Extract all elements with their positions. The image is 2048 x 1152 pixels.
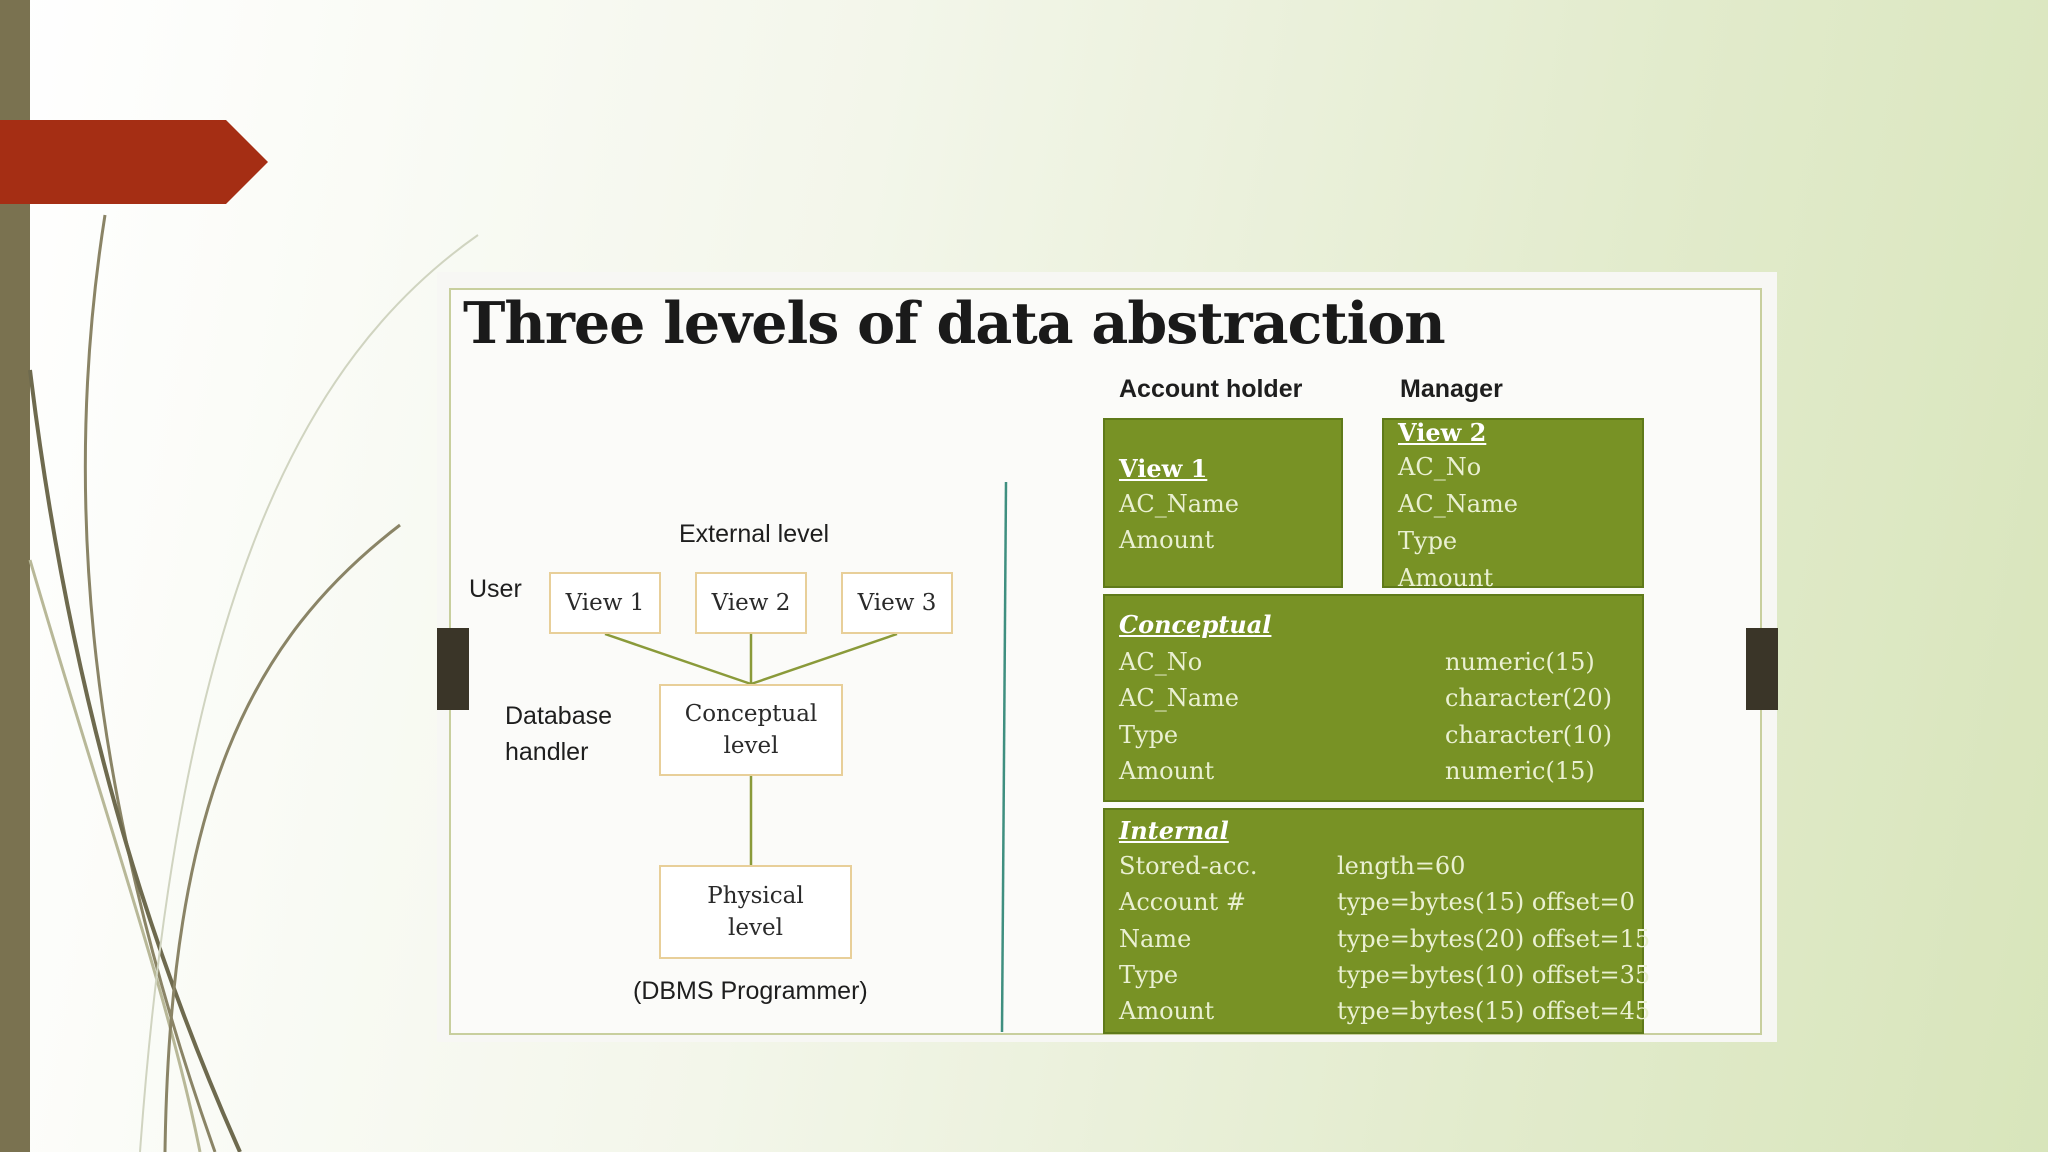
conceptual-header: Conceptual — [1119, 610, 1272, 639]
view-2-field: Type — [1398, 527, 1458, 555]
view-3-label: View 3 — [857, 589, 937, 616]
view-2-header: View 2 — [1398, 418, 1487, 447]
internal-field: Stored-acc. — [1119, 852, 1258, 880]
conceptual-field: Amount — [1119, 757, 1215, 785]
conceptual-type: numeric(15) — [1445, 648, 1595, 676]
conceptual-level-line-2: level — [723, 733, 779, 759]
internal-spec: type=bytes(15) offset=0 — [1337, 888, 1635, 916]
decorative-curves — [28, 214, 479, 1152]
external-level-label: External level — [679, 520, 830, 548]
conceptual-level-line-1: Conceptual — [684, 700, 818, 727]
internal-spec: type=bytes(15) offset=45 — [1337, 997, 1651, 1025]
account-holder-label: Account holder — [1119, 375, 1303, 403]
internal-field: Type — [1119, 961, 1179, 989]
view-2-field: AC_No — [1398, 453, 1482, 481]
view-1-field: AC_Name — [1119, 490, 1239, 518]
conceptual-field: Type — [1119, 721, 1179, 749]
conceptual-field: AC_No — [1119, 648, 1203, 676]
internal-spec: length=60 — [1337, 852, 1466, 880]
internal-spec: type=bytes(20) offset=15 — [1337, 925, 1651, 953]
manager-label: Manager — [1400, 375, 1503, 403]
conceptual-field: AC_Name — [1119, 684, 1239, 712]
view-2-field: AC_Name — [1398, 490, 1518, 518]
diagram-title: Three levels of data abstraction — [463, 290, 1446, 357]
view-1-panel: View 1 AC_Name Amount — [1103, 418, 1343, 588]
view-1-field: Amount — [1119, 526, 1215, 554]
conceptual-schema-panel: Conceptual AC_No numeric(15) AC_Name cha… — [1103, 594, 1644, 802]
right-resize-handle[interactable] — [1746, 628, 1778, 710]
internal-schema-panel: Internal Stored-acc. length=60 Account #… — [1103, 808, 1650, 1034]
internal-field: Name — [1119, 925, 1192, 953]
database-handler-line-2: handler — [505, 738, 589, 766]
database-handler-label: Database handler — [505, 698, 612, 770]
view-2-box: View 2 — [695, 572, 807, 634]
internal-spec: type=bytes(10) offset=35 — [1337, 961, 1651, 989]
physical-level-line-2: level — [728, 915, 783, 941]
view-2-label: View 2 — [711, 589, 791, 616]
database-handler-line-1: Database — [505, 702, 613, 730]
left-resize-handle[interactable] — [437, 628, 469, 710]
physical-level-line-1: Physical — [707, 882, 804, 909]
internal-header: Internal — [1119, 816, 1229, 845]
internal-field: Amount — [1119, 997, 1215, 1025]
view-2-panel: View 2 AC_No AC_Name Type Amount — [1382, 418, 1644, 592]
internal-field: Account # — [1119, 888, 1246, 916]
view-1-label: View 1 — [565, 589, 645, 616]
accent-arrow-tab — [0, 120, 268, 204]
dbms-programmer-label: (DBMS Programmer) — [633, 977, 868, 1005]
view-2-field: Amount — [1398, 564, 1494, 592]
conceptual-type: numeric(15) — [1445, 757, 1595, 785]
conceptual-type: character(20) — [1445, 684, 1613, 712]
view-1-box: View 1 — [549, 572, 661, 634]
view-1-header: View 1 — [1119, 454, 1208, 483]
view-3-box: View 3 — [841, 572, 953, 634]
conceptual-level-box: Conceptual level — [659, 684, 843, 776]
user-label: User — [469, 575, 522, 603]
conceptual-type: character(10) — [1445, 721, 1613, 749]
physical-level-box: Physical level — [659, 865, 852, 959]
